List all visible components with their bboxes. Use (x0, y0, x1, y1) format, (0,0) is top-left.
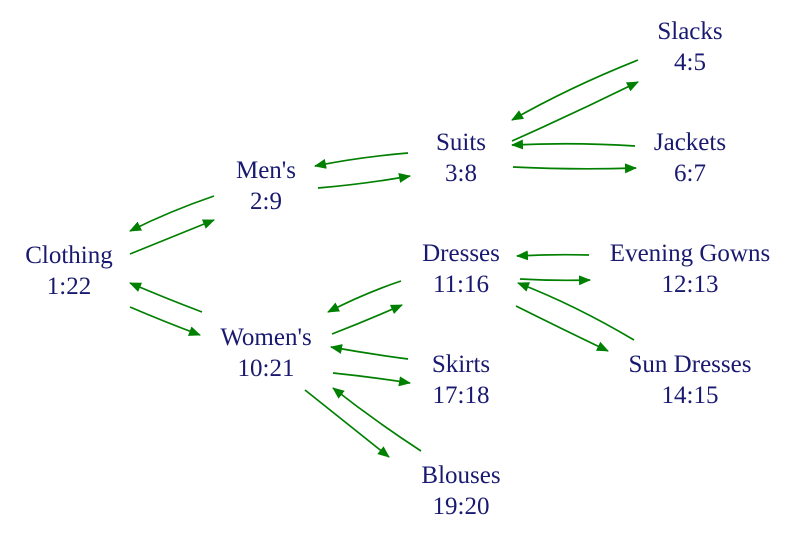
edge-blouses-to-womens (332, 387, 422, 452)
node-dresses: Dresses 11:16 (422, 240, 500, 298)
node-value: 6:7 (674, 160, 706, 187)
node-blouses: Blouses 19:20 (421, 462, 500, 520)
edge-dresses-to-womens (327, 280, 402, 313)
node-sun-dresses: Sun Dresses 14:15 (629, 351, 752, 409)
node-name: Suits (436, 129, 486, 156)
edge-womens-to-blouses (304, 389, 390, 458)
node-evening-gowns: Evening Gowns 12:13 (610, 240, 770, 298)
node-value: 2:9 (250, 188, 282, 215)
edge-mens-to-suits (317, 173, 411, 189)
node-value: 11:16 (433, 271, 489, 298)
edge-dresses-to-sun-dresses (515, 305, 609, 352)
node-name: Jackets (654, 129, 726, 156)
node-suits: Suits 3:8 (436, 129, 486, 187)
node-clothing: Clothing 1:22 (25, 242, 113, 300)
node-name: Evening Gowns (610, 240, 770, 267)
node-womens: Women's 10:21 (220, 324, 311, 382)
node-value: 14:15 (662, 382, 719, 409)
node-value: 4:5 (674, 49, 706, 76)
node-name: Slacks (657, 18, 722, 45)
nodes: Clothing 1:22 Men's 2:9 Suits 3:8 Slacks 4:5Jac… (25, 18, 770, 520)
edge-suits-to-jackets (512, 163, 637, 174)
node-name: Blouses (421, 462, 500, 489)
node-mens: Men's 2:9 (236, 157, 296, 215)
node-value: 19:20 (433, 493, 490, 520)
edge-mens-to-clothing (129, 195, 215, 232)
node-value: 1:22 (47, 273, 91, 300)
edge-womens-to-clothing (129, 282, 203, 313)
edge-clothing-to-womens (129, 306, 201, 336)
edge-evening-gowns-to-dresses (516, 250, 590, 261)
node-skirts: Skirts 17:18 (432, 351, 490, 409)
node-name: Clothing (25, 242, 113, 269)
edge-suits-to-slacks (511, 81, 639, 142)
edges (129, 59, 639, 458)
edge-suits-to-mens (314, 152, 409, 169)
node-name: Skirts (432, 351, 490, 378)
edge-womens-to-dresses (331, 304, 403, 335)
edge-skirts-to-womens (330, 344, 409, 360)
edge-slacks-to-suits (511, 59, 639, 121)
edge-womens-to-skirts (332, 372, 411, 387)
node-name: Men's (236, 157, 296, 184)
node-value: 10:21 (238, 355, 295, 382)
node-value: 12:13 (662, 271, 719, 298)
edge-jackets-to-suits (511, 139, 636, 150)
node-value: 17:18 (433, 382, 490, 409)
edge-sun-dresses-to-dresses (517, 282, 635, 341)
node-name: Dresses (422, 240, 500, 267)
node-slacks: Slacks 4:5 (657, 18, 722, 76)
node-jackets: Jackets 6:7 (654, 129, 726, 187)
node-value: 3:8 (445, 160, 477, 187)
node-name: Women's (220, 324, 311, 351)
edge-clothing-to-mens (129, 219, 215, 255)
node-name: Sun Dresses (629, 351, 752, 378)
edge-dresses-to-evening-gowns (519, 275, 591, 286)
